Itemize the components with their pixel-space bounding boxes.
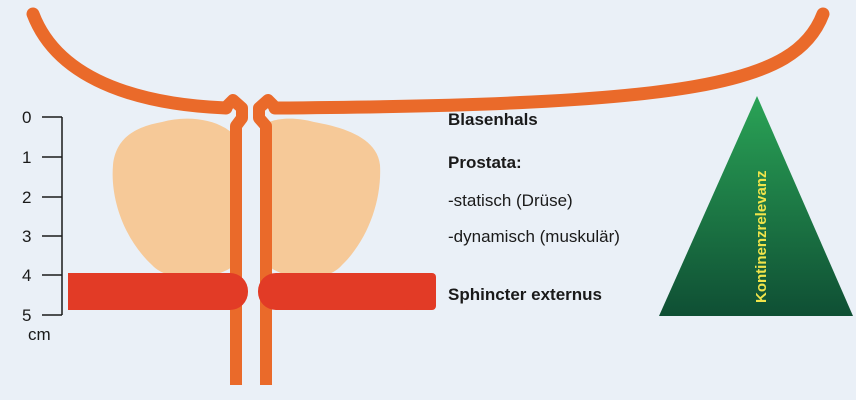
sphincter-left-end xyxy=(68,273,98,310)
label-sphincter: Sphincter externus xyxy=(448,286,602,303)
scale-tick-label: 5 xyxy=(22,307,31,324)
label-prostate-static: -statisch (Drüse) xyxy=(448,192,573,209)
scale-tick-label: 4 xyxy=(22,267,31,284)
prostate-lobe-left xyxy=(113,119,238,278)
label-prostate-dynamic: -dynamisch (muskulär) xyxy=(448,228,620,245)
cm-scale xyxy=(42,117,62,315)
scale-tick-label: 3 xyxy=(22,228,31,245)
sphincter-right-end xyxy=(404,273,436,310)
scale-tick-label: 1 xyxy=(22,149,31,166)
prostate-lobe-right xyxy=(261,119,380,278)
scale-tick-label: 0 xyxy=(22,109,31,126)
bladder-outline xyxy=(33,14,823,108)
pyramid-label: Kontinenzrelevanz xyxy=(753,170,770,303)
label-prostate: Prostata: xyxy=(448,154,522,171)
scale-unit-label: cm xyxy=(28,326,51,343)
label-bladder-neck: Blasenhals xyxy=(448,111,538,128)
scale-tick-label: 2 xyxy=(22,189,31,206)
